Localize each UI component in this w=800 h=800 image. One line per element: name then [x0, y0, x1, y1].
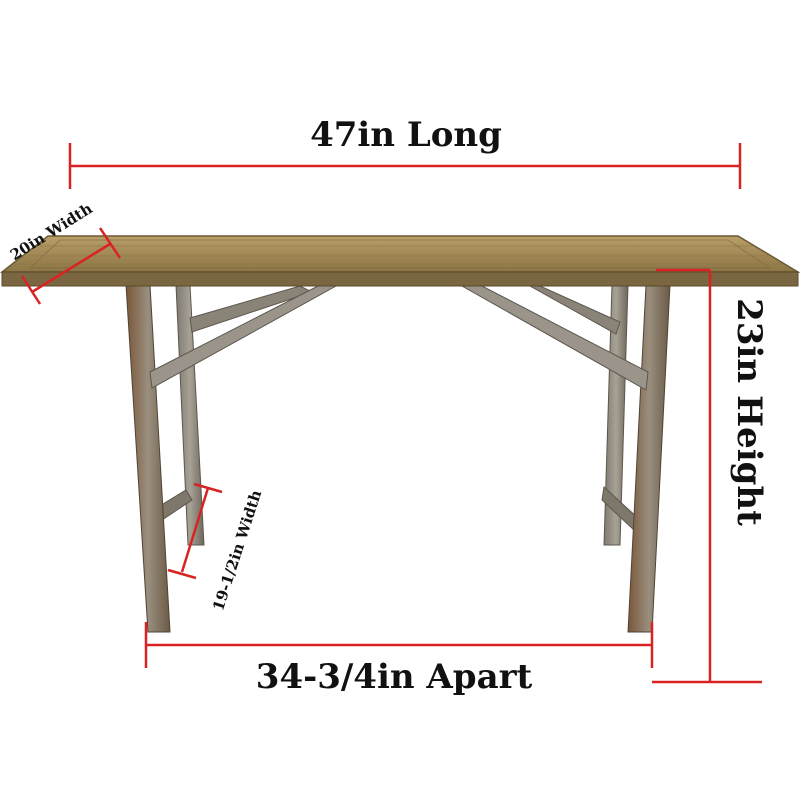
front-right-leg [627, 284, 671, 633]
table-illustration [0, 235, 800, 633]
length-dimension-line [68, 143, 742, 189]
front-braces [149, 285, 649, 391]
top-width-dimension-line [20, 227, 122, 305]
height-dimension-line [652, 268, 762, 684]
height-label: 23in Height [729, 298, 769, 526]
front-left-leg [125, 284, 171, 633]
foot-braces [149, 485, 641, 533]
leg-spacing-dimension-line [144, 622, 654, 668]
base-width-dimension-line [167, 482, 223, 580]
leg-spacing-label: 34-3/4in Apart [256, 657, 533, 697]
table-top [0, 235, 800, 287]
length-label: 47in Long [310, 115, 502, 155]
base-width-label: 19-1/2in Width [209, 488, 265, 613]
dimension-lines [20, 143, 762, 684]
